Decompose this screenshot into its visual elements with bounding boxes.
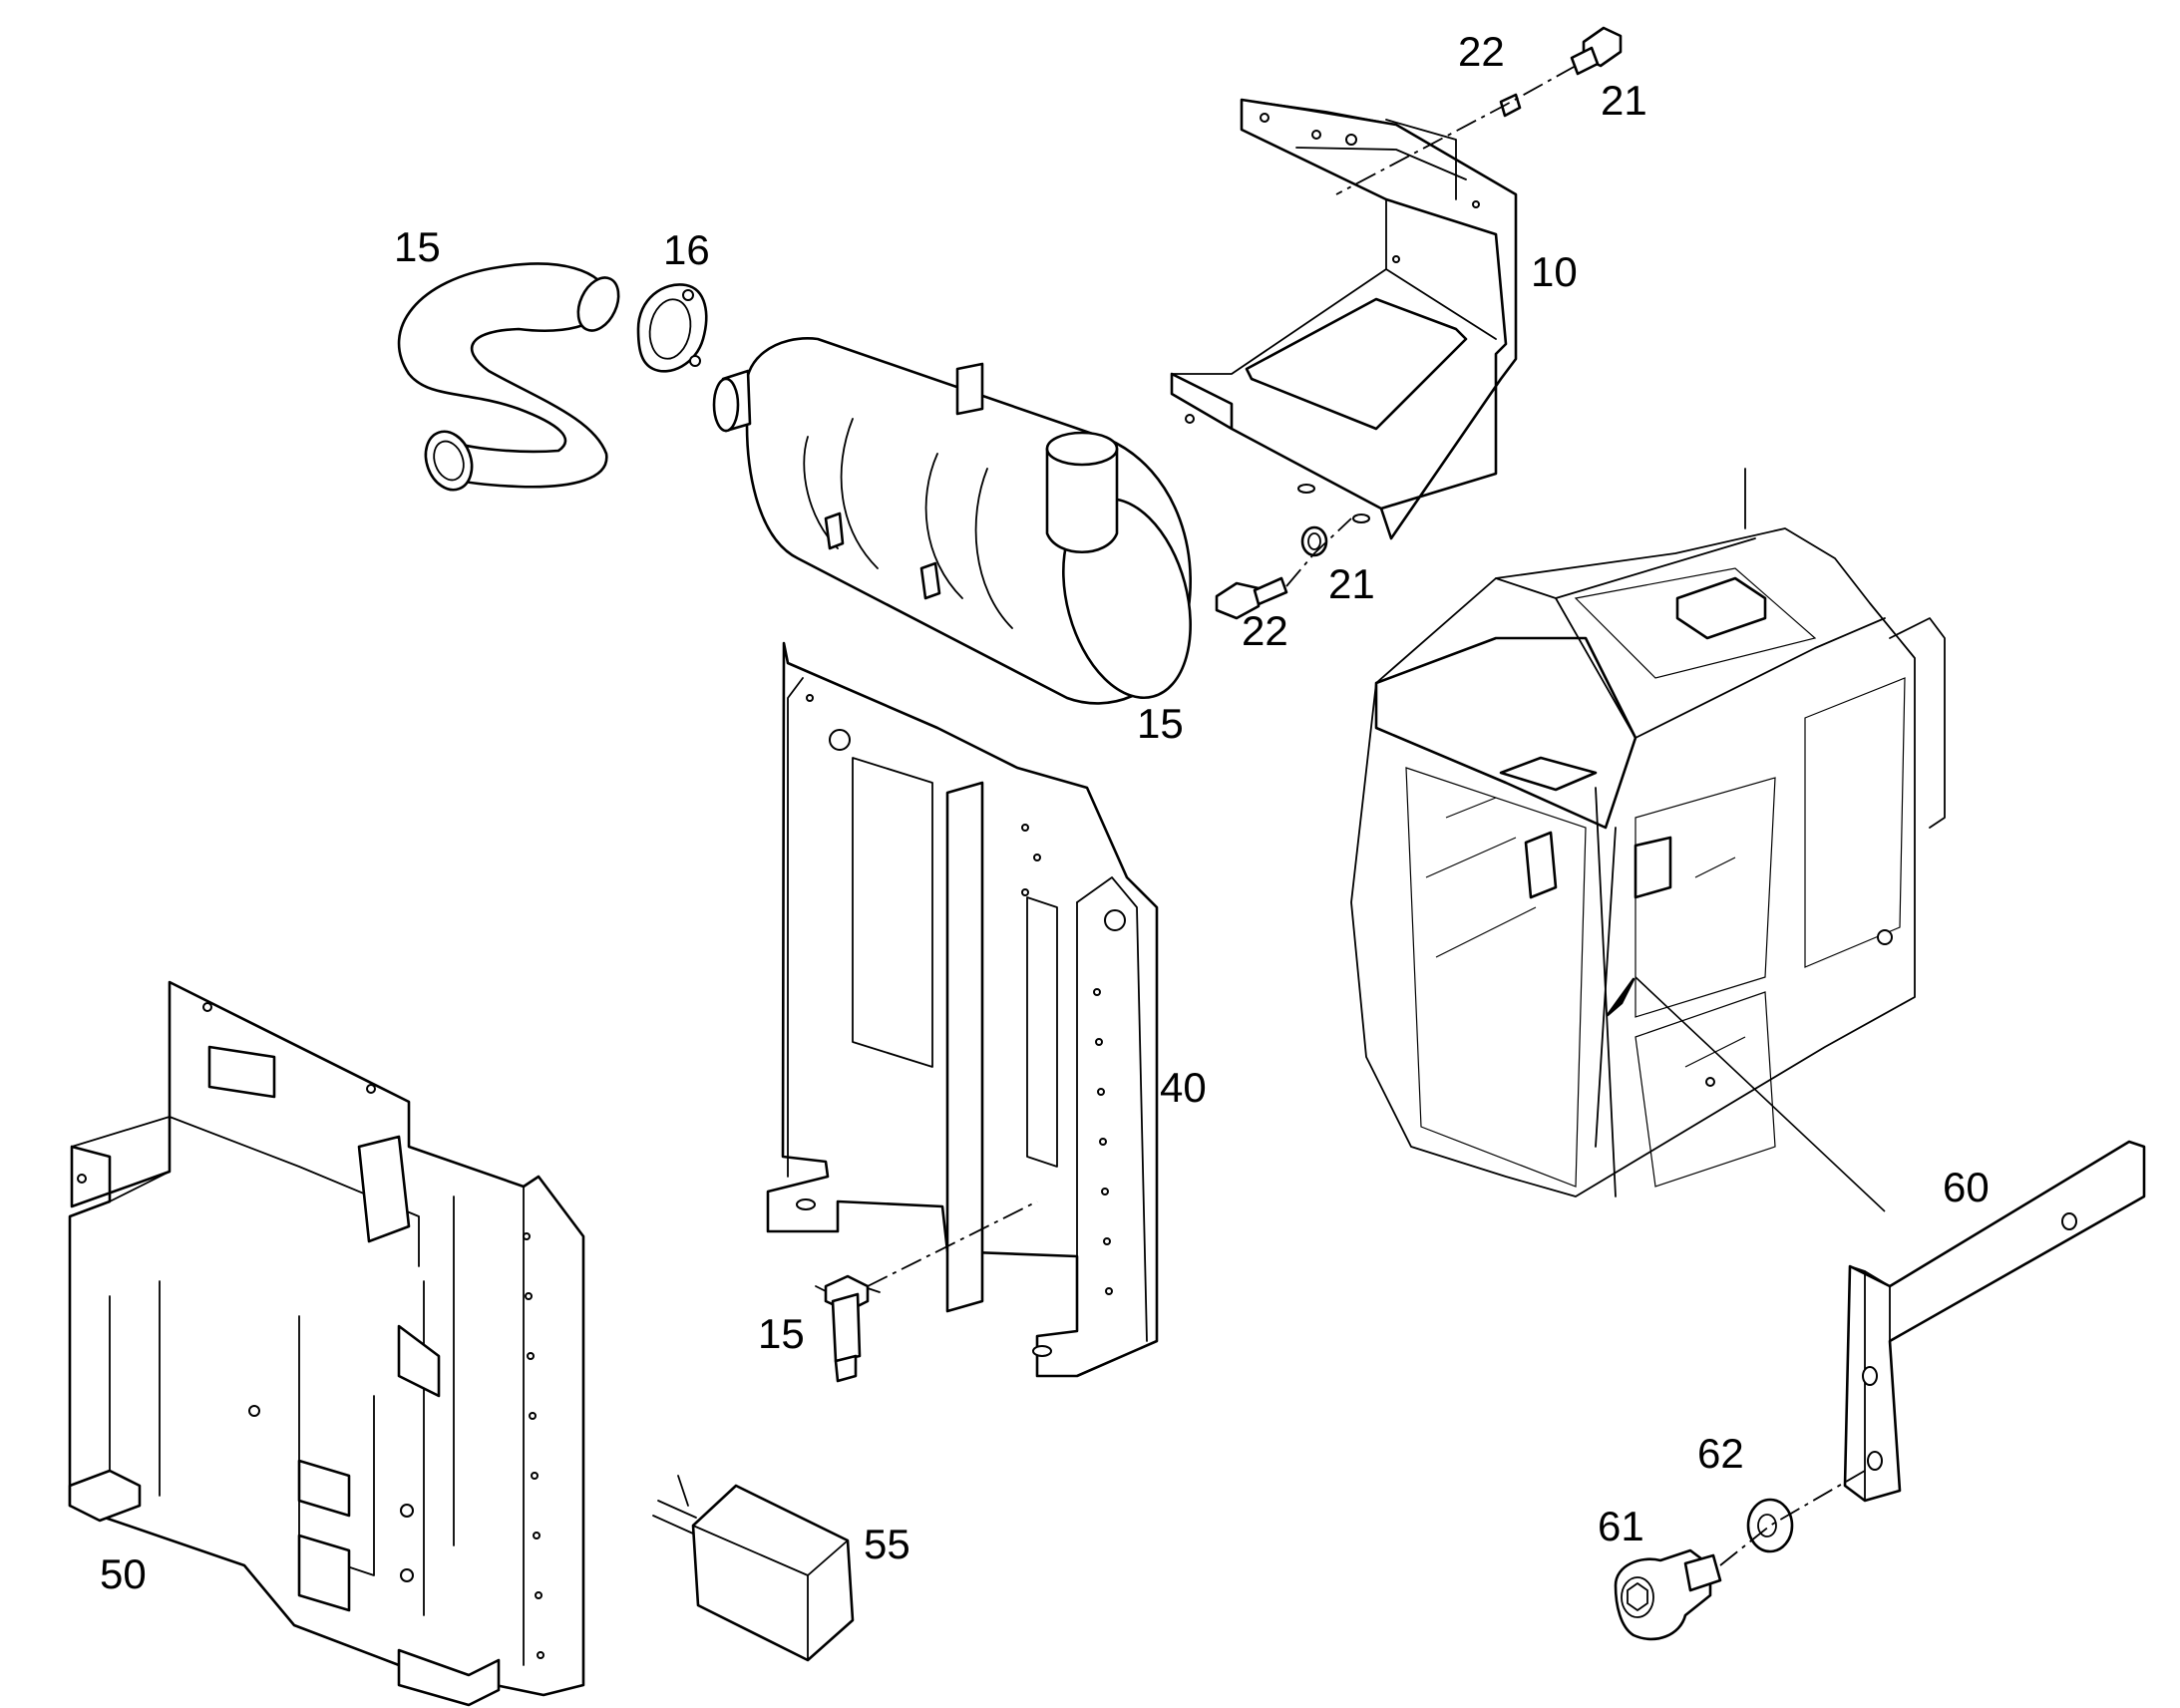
lower-frame-part xyxy=(68,980,585,1707)
air-filter-part xyxy=(712,337,1192,705)
callout-15-hose: 15 xyxy=(394,223,441,270)
sensor-part xyxy=(815,1274,881,1383)
cab-leader-line xyxy=(1635,976,1886,1212)
module-box-part xyxy=(652,1475,855,1662)
callout-10: 10 xyxy=(1531,248,1578,295)
intake-hose-part xyxy=(397,262,620,492)
callout-61: 61 xyxy=(1598,1503,1644,1549)
top-bolt-part xyxy=(1499,26,1623,118)
callout-22-top: 22 xyxy=(1458,28,1505,75)
callout-16: 16 xyxy=(663,226,710,273)
callout-50: 50 xyxy=(100,1550,147,1597)
callout-22-mid: 22 xyxy=(1242,607,1288,654)
screw-axis xyxy=(1719,1470,1866,1566)
sensor-axis xyxy=(867,1200,1038,1287)
callout-21-mid: 21 xyxy=(1328,560,1375,607)
cap-screw-part xyxy=(1614,1548,1722,1641)
gasket-part xyxy=(636,283,708,373)
callout-40: 40 xyxy=(1160,1064,1207,1111)
mounting-bracket-part xyxy=(1170,98,1518,540)
cab-leader-arrow xyxy=(1606,977,1635,1017)
callout-60: 60 xyxy=(1943,1164,1990,1210)
operator-cab-part xyxy=(1350,468,1946,1197)
mid-bolt-axis xyxy=(1285,517,1352,587)
callout-21-top: 21 xyxy=(1601,77,1647,124)
l-bracket-part xyxy=(1843,1140,2146,1503)
washer-part xyxy=(1746,1498,1794,1553)
top-bolt-axis xyxy=(1335,65,1577,195)
callout-55: 55 xyxy=(864,1521,910,1567)
mid-bolt-part xyxy=(1215,525,1328,620)
callout-15-sensor: 15 xyxy=(758,1310,805,1357)
callout-15-filter: 15 xyxy=(1137,700,1184,747)
callout-62: 62 xyxy=(1697,1430,1744,1477)
vertical-frame-part xyxy=(766,641,1159,1378)
